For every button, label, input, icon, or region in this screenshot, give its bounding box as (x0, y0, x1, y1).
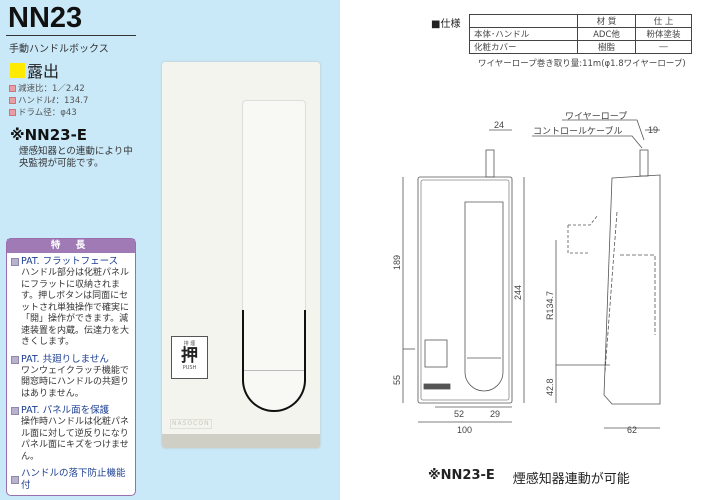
square-bullet-icon (11, 407, 19, 415)
front-push-button (424, 339, 448, 368)
table-row: 化粧カバー樹脂― (469, 40, 692, 54)
side-outline (603, 174, 661, 405)
feature-title: ハンドルの落下防止機能付 (21, 468, 126, 491)
yellow-square-icon (10, 62, 25, 78)
table-cell: ADC他 (577, 27, 636, 41)
front-logo (423, 383, 451, 390)
caption-text: 煙感知器連動が可能 (512, 472, 630, 487)
feature-text: ワンウェイクラッチ機能で開窓時にハンドルの共廻りはありません。 (21, 365, 130, 399)
handle-divider (244, 370, 304, 371)
dim-24: 24 (494, 120, 504, 130)
side-handle-dashed (567, 214, 599, 254)
spec-reduction: 減速比：1／2.42 (9, 82, 85, 94)
push-label-small: 排 煙 (183, 341, 196, 347)
spec-text: ハンドルℓ：134.7 (18, 96, 89, 106)
feature-text: 操作時ハンドルは化粧パネル面に対して逆反りになりパネル面にキズをつけません。 (21, 417, 130, 462)
subtitle: 手動ハンドルボックス (9, 44, 109, 55)
push-button: 排 煙 押 PUSH (171, 336, 208, 379)
maker-logo: NASOCON (170, 419, 212, 429)
table-cell: ― (635, 40, 692, 54)
wire-note: ワイヤーロープ巻き取り量:11m(φ1.8ワイヤーロープ) (478, 59, 686, 69)
feature-item: PAT. フラットフェース ハンドル部分は化粧パネルにフラットに収納されます。押… (7, 256, 135, 351)
front-inner (420, 179, 510, 401)
spec-text: 減速比：1／2.42 (18, 84, 85, 94)
square-bullet-icon (11, 355, 19, 364)
dim-100: 100 (457, 425, 472, 435)
caption: ※NN23-E 煙感知器連動が可能 (428, 468, 630, 487)
table-cell: 材 質 (577, 14, 636, 28)
spec-handle: ハンドルℓ：134.7 (9, 94, 88, 106)
handle-outline (242, 310, 306, 412)
dim-42-8: 42.8 (545, 378, 555, 396)
push-label-kanji: 押 (181, 346, 198, 366)
pink-square-icon (9, 108, 16, 116)
dim-189: 189 (392, 255, 402, 270)
dim-29: 29 (490, 409, 500, 419)
square-bullet-icon (11, 476, 19, 484)
dim-55: 55 (392, 375, 402, 385)
handle-slot (242, 100, 306, 412)
front-handle-slot (464, 201, 504, 392)
caption-model: ※NN23-E (428, 468, 495, 483)
photo-base-band (162, 434, 320, 448)
product-photo: 排 煙 押 PUSH NASOCON (162, 62, 320, 448)
pink-square-icon (9, 84, 16, 92)
table-cell: 仕 上 (635, 14, 692, 28)
features-heading: 特 長 (7, 239, 135, 253)
features-box: 特 長 PAT. フラットフェース ハンドル部分は化粧パネルにフラットに収納され… (6, 238, 136, 496)
label-wire-rope: ワイヤーロープ (565, 111, 627, 121)
table-cell (469, 14, 578, 28)
front-outline (417, 176, 513, 404)
table-cell: 樹脂 (577, 40, 636, 54)
table-cell: 粉体塗装 (635, 27, 692, 41)
feature-item: PAT. パネル面を保護 操作時ハンドルは化粧パネル面に対して逆反りになりパネル… (7, 405, 135, 465)
variant-title: ※NN23-E (10, 126, 88, 144)
dim-radius: R134.7 (545, 291, 555, 320)
dim-52: 52 (454, 409, 464, 419)
side-hidden-lines (604, 211, 656, 373)
variant-description: 煙感知器との連動により中央監視が可能です。 (19, 146, 133, 169)
side-pipe (639, 149, 649, 177)
dim-244: 244 (513, 285, 523, 300)
dim-62: 62 (627, 425, 637, 435)
dim-19: 19 (648, 125, 658, 135)
feature-item: PAT. 共廻りしません ワンウェイクラッチ機能で開窓時にハンドルの共廻りはあり… (7, 354, 135, 403)
feature-title: PAT. フラットフェース (21, 256, 119, 267)
table-cell: 本体･ハンドル (469, 27, 578, 41)
spec-label: ■仕様 (431, 19, 461, 30)
spec-text: ドラム径：φ43 (18, 108, 77, 118)
feature-title: PAT. パネル面を保護 (21, 405, 110, 416)
front-pipe (485, 149, 495, 178)
leader-lines (532, 119, 645, 149)
title-divider (6, 35, 136, 36)
mount-label: 露出 (27, 62, 60, 81)
square-bullet-icon (11, 258, 19, 266)
table-row: 材 質仕 上 (469, 14, 692, 28)
table-cell: 化粧カバー (469, 40, 578, 54)
mount-type: 露出 (10, 58, 59, 82)
label-control-cable: コントロールケーブル (533, 125, 622, 136)
feature-title: PAT. 共廻りしません (21, 353, 109, 365)
pink-square-icon (9, 96, 16, 104)
feature-text: ハンドル部分は化粧パネルにフラットに収納されます。押しボタンは同面にセットされ単… (21, 268, 130, 347)
technical-drawing: ワイヤーロープ コントロールケーブル 24 19 189 244 55 R134… (392, 111, 661, 435)
spec-drum: ドラム径：φ43 (9, 106, 77, 118)
feature-item: ハンドルの落下防止機能付 (7, 468, 135, 494)
push-label-en: PUSH (182, 365, 197, 371)
page-title: NN23 (8, 2, 83, 34)
